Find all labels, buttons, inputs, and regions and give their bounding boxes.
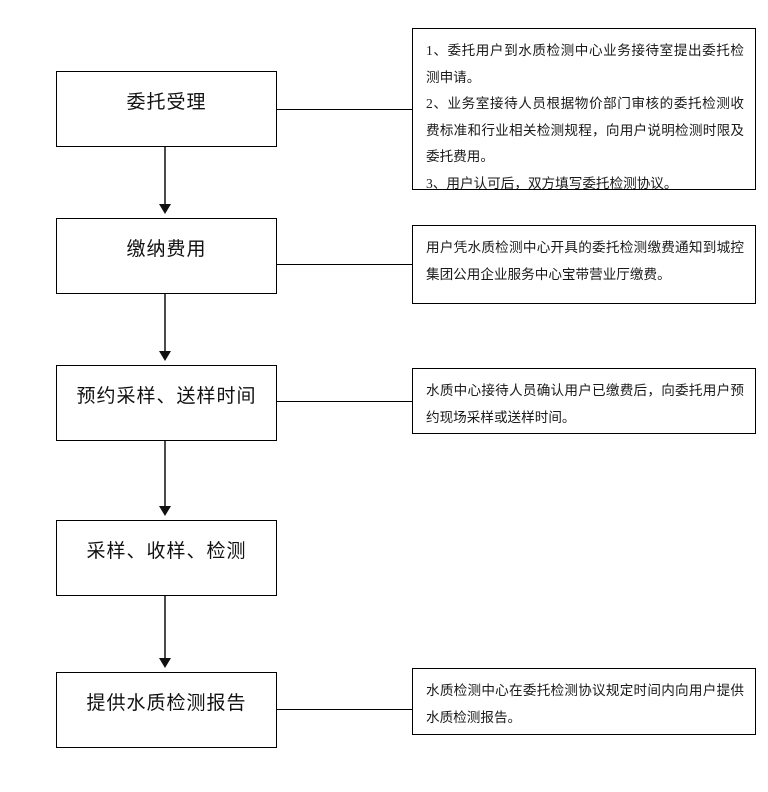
note-connector-1 xyxy=(277,109,412,110)
flow-arrow-head-step3 xyxy=(159,351,171,361)
process-step-3-label: 预约采样、送样时间 xyxy=(76,386,257,407)
annotation-box-2-text: 用户凭水质检测中心开具的委托检测缴费通知到城控集团公用企业服务中心宝带营业厅缴费… xyxy=(426,240,744,282)
process-step-2[interactable]: 缴纳费用 xyxy=(56,218,277,294)
note-connector-4 xyxy=(277,709,412,710)
annotation-box-1-text: 1、委托用户到水质检测中心业务接待室提出委托检测申请。 2、业务室接待人员根据物… xyxy=(426,43,744,191)
process-step-4-label: 采样、收样、检测 xyxy=(86,541,247,562)
process-step-1-label: 委托受理 xyxy=(126,92,207,113)
flow-arrow-head-step4 xyxy=(159,506,171,516)
process-step-2-label: 缴纳费用 xyxy=(126,239,207,260)
annotation-box-4-text: 水质检测中心在委托检测协议规定时间内向用户提供水质检测报告。 xyxy=(426,683,744,725)
process-step-5-label: 提供水质检测报告 xyxy=(86,693,247,714)
flow-arrow-step2-step3 xyxy=(163,294,167,351)
flow-arrow-step3-step4 xyxy=(163,441,167,506)
annotation-box-3[interactable]: 水质中心接待人员确认用户已缴费后，向委托用户预约现场采样或送样时间。 xyxy=(412,368,756,434)
process-step-3[interactable]: 预约采样、送样时间 xyxy=(56,365,277,441)
flow-arrow-head-step5 xyxy=(159,658,171,668)
annotation-box-4[interactable]: 水质检测中心在委托检测协议规定时间内向用户提供水质检测报告。 xyxy=(412,668,756,735)
process-step-4[interactable]: 采样、收样、检测 xyxy=(56,520,277,596)
flow-arrow-step4-step5 xyxy=(163,596,167,658)
annotation-box-1[interactable]: 1、委托用户到水质检测中心业务接待室提出委托检测申请。 2、业务室接待人员根据物… xyxy=(412,28,756,191)
process-step-1[interactable]: 委托受理 xyxy=(56,71,277,147)
note-connector-3 xyxy=(277,401,412,402)
flow-arrow-head-step2 xyxy=(159,204,171,214)
process-step-5[interactable]: 提供水质检测报告 xyxy=(56,672,277,748)
annotation-box-2[interactable]: 用户凭水质检测中心开具的委托检测缴费通知到城控集团公用企业服务中心宝带营业厅缴费… xyxy=(412,225,756,304)
flow-arrow-step1-step2 xyxy=(163,147,167,204)
note-connector-2 xyxy=(277,264,412,265)
annotation-box-3-text: 水质中心接待人员确认用户已缴费后，向委托用户预约现场采样或送样时间。 xyxy=(426,383,744,425)
